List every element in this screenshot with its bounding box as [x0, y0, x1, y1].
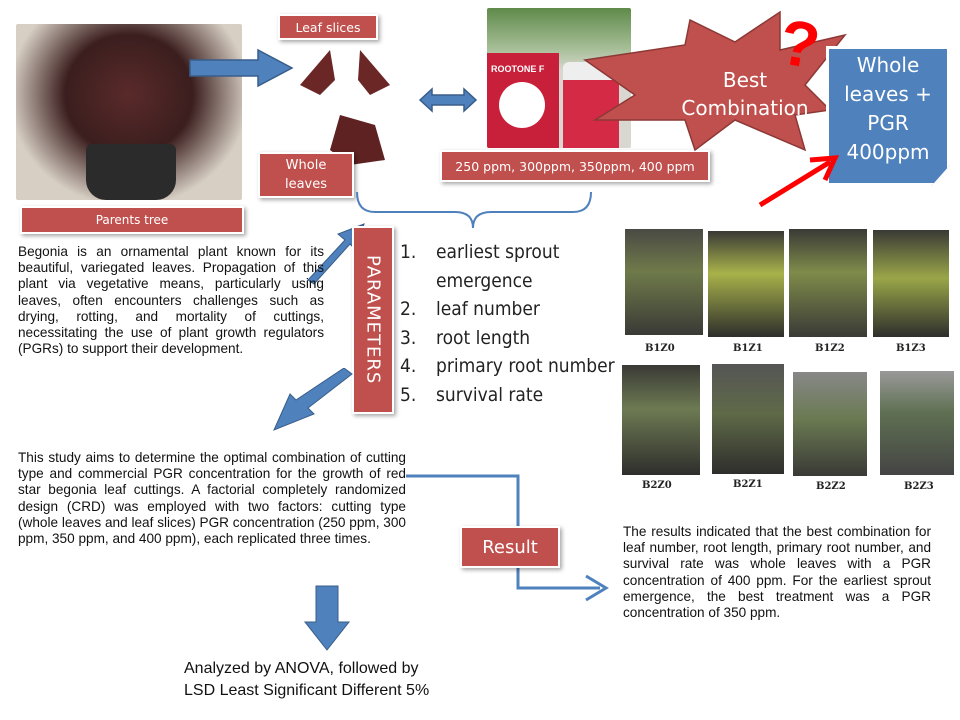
parameter-item: 3.root length: [400, 326, 531, 349]
rootone-product-photo: ROOTONE F: [487, 8, 631, 148]
treatment-photo: [622, 365, 700, 475]
parameter-item: 5.survival rate: [400, 383, 544, 406]
parents-tree-label: Parents tree: [20, 206, 244, 234]
arrow-down-icon: [303, 585, 351, 651]
parent-tree-photo: [16, 24, 242, 200]
parameter-item: 4.primary root number: [400, 355, 615, 378]
treatment-label: B1Z0: [645, 343, 675, 354]
treatment-label: B2Z1: [733, 479, 763, 490]
concentrations-label: 250 ppm, 300ppm, 350ppm, 400 ppm: [440, 150, 710, 182]
parameters-list: 1.earliest sprout emergence 2.leaf numbe…: [400, 238, 615, 410]
treatment-label: B2Z2: [816, 481, 846, 492]
treatment-label: B2Z0: [642, 480, 672, 491]
red-arrow-icon: [758, 155, 840, 208]
treatment-label: B1Z1: [733, 343, 763, 354]
treatment-photo: [789, 229, 867, 337]
parameters-label: PARAMETERS: [352, 226, 394, 414]
treatment-label: B1Z3: [896, 343, 926, 354]
bracket: [356, 191, 592, 229]
arrow-right-icon: [189, 48, 294, 88]
best-combination-text: Best Combination: [681, 68, 809, 120]
aim-text: This study aims to determine the optimal…: [18, 450, 406, 547]
answer-note: Whole leaves + PGR 400ppm: [826, 46, 950, 186]
treatment-label: B2Z3: [904, 481, 934, 492]
leaf-slices-label: Leaf slices: [278, 14, 378, 40]
analysis-text-1: Analyzed by ANOVA, followed by: [184, 660, 419, 677]
parameter-item: 1.earliest sprout emergence: [400, 241, 560, 292]
parameter-item: 2.leaf number: [400, 298, 540, 321]
analysis-text-2: LSD Least Significant Different 5%: [184, 682, 430, 699]
result-label: Result: [460, 526, 560, 568]
treatment-photo: [880, 371, 954, 475]
treatment-photo: [873, 230, 949, 337]
result-text: The results indicated that the best comb…: [623, 524, 931, 621]
treatment-photo: [708, 231, 784, 337]
double-arrow-icon: [418, 87, 478, 113]
leaf-slices-image: [300, 50, 390, 165]
treatment-photo: [712, 364, 784, 474]
diagonal-arrow-down-icon: [273, 368, 353, 431]
intro-text: Begonia is an ornamental plant known for…: [18, 244, 324, 357]
treatment-label: B1Z2: [815, 343, 845, 354]
product-brand-text: ROOTONE F: [491, 64, 545, 74]
whole-leaves-label: Whole leaves: [258, 152, 354, 198]
parameters-text: PARAMETERS: [362, 255, 384, 385]
answer-text: Whole leaves + PGR 400ppm: [844, 53, 932, 164]
treatment-photo: [793, 372, 867, 476]
treatment-photo: [625, 229, 703, 335]
